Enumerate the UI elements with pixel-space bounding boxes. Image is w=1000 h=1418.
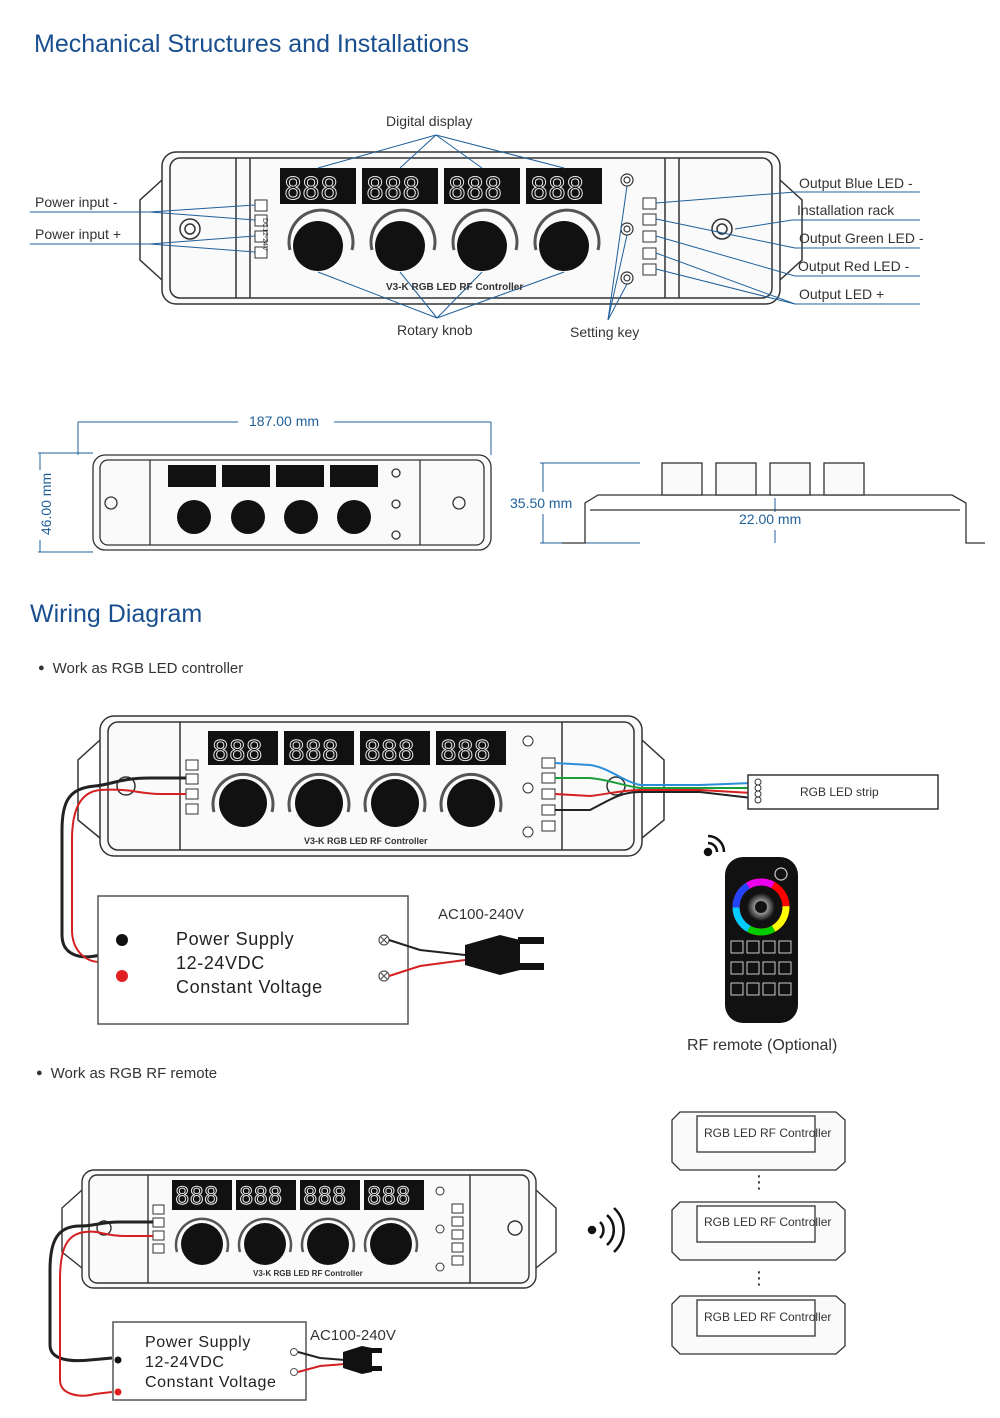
digital-displays [280,168,602,204]
display-digits: 888 [284,172,338,207]
psu-line: 12-24VDC [176,953,265,973]
ac-plug-icon [465,935,544,975]
psu-label-1: Power Supply 12-24VDC Constant Voltage [176,927,323,999]
display-digits: 888 [366,172,420,207]
ac-wires-1 [388,939,466,977]
dimension-lines [38,421,776,553]
device-model-label: V3-K RGB LED RF Controller [253,1269,363,1278]
psu-line: Power Supply [176,929,295,949]
power-wires-2 [48,1220,153,1397]
power-supply-2 [112,1321,307,1401]
callout-rotary-knob: Rotary knob [397,322,473,338]
displays-wiring1 [208,731,506,765]
device-model-label: V3-K RGB LED RF Controller [304,836,428,846]
callout-installation-rack: Installation rack [797,202,895,218]
dimension-height-body: 22.00 mm [739,511,802,527]
ac-plug-icon [343,1346,382,1374]
display-digits: 888 [530,172,584,207]
callout-digital-display: Digital display [386,113,473,129]
section-title-mechanical: Mechanical Structures and Installations [34,30,469,58]
ac-wires-2 [297,1351,346,1373]
receiver-label: RGB LED RF Controller [704,1215,832,1229]
display-digits: 888 [239,1182,282,1210]
callout-power-input-plus: Power input + [35,226,121,242]
rotary-knobs [287,208,601,271]
section-title-wiring: Wiring Diagram [30,600,203,628]
callout-output-green: Output Green LED - [799,230,924,246]
ac-voltage-label: AC100-240V [310,1327,396,1344]
power-icon [774,867,788,881]
display-digits: 888 [303,1182,346,1210]
knobs-wiring1 [211,772,503,827]
ellipsis-vertical-icon: ⋮ [750,1268,768,1288]
wireless-signal-icon [703,834,726,857]
dimension-width: 46.00 mm [38,472,54,536]
remote-caption: RF remote (Optional) [687,1037,838,1054]
psu-label-2: Power Supply 12-24VDC Constant Voltage [145,1333,276,1393]
dimension-top-view [92,454,492,551]
display-digits: 888 [440,734,491,767]
display-digits: 888 [288,734,339,767]
psu-terminal-plus [116,970,128,982]
psu-line: 12-24VDC [145,1354,225,1371]
receiver-label: RGB LED RF Controller [704,1126,832,1140]
power-supply-1 [97,895,409,1025]
wiring-mode-controller: Work as RGB LED controller [38,660,244,677]
device-voltage-label: DC12-24V [261,218,268,251]
display-digits: 888 [367,1182,410,1210]
display-digits: 888 [175,1182,218,1210]
rf-receivers [671,1111,846,1355]
psu-line: Constant Voltage [145,1374,277,1391]
callout-output-red: Output Red LED - [798,258,910,274]
rf-broadcast-icon [587,1207,625,1253]
psu-line: Power Supply [145,1334,251,1351]
rf-remote [725,857,798,1023]
dimension-side-view [562,462,985,544]
ellipsis-vertical-icon: ⋮ [750,1172,768,1192]
display-digits: 888 [364,734,415,767]
displays-wiring2 [172,1180,424,1210]
display-digits: 888 [212,734,263,767]
callout-output-blue: Output Blue LED - [799,175,913,191]
rgb-led-strip [747,774,939,810]
receiver-label: RGB LED RF Controller [704,1310,832,1324]
psu-line: Constant Voltage [176,977,323,997]
screw-icon [179,218,201,240]
device-model-label: V3-K RGB LED RF Controller [386,282,524,293]
callout-power-input-minus: Power input - [35,194,118,210]
terminals-wiring2 [152,1186,464,1272]
wiring-mode-remote: Work as RGB RF remote [36,1065,217,1082]
screw-icon [711,218,733,240]
dimension-length: 187.00 mm [249,413,320,429]
strip-label: RGB LED strip [800,785,879,799]
callout-output-led-plus: Output LED + [799,286,885,302]
ac-voltage-label: AC100-240V [438,906,524,923]
display-digits: 888 [448,172,502,207]
knobs-wiring2 [174,1217,419,1265]
callout-lines [30,134,920,321]
dimension-height-total: 35.50 mm [510,495,573,511]
power-wires-1 [60,776,186,973]
callout-setting-key: Setting key [570,324,640,340]
strip-wires [554,762,753,811]
psu-terminal-minus [116,934,128,946]
